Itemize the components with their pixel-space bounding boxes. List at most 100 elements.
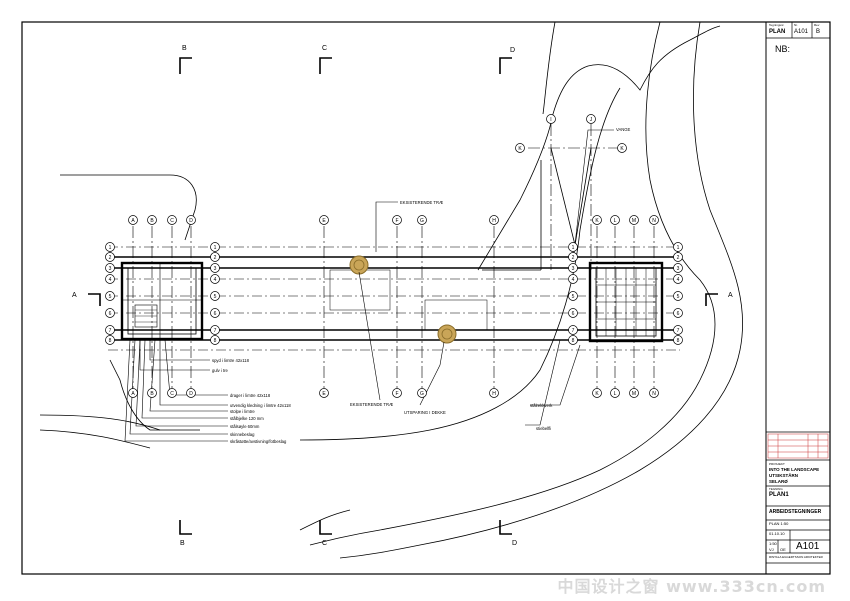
grid-bubble-bottom-C: C: [167, 388, 177, 398]
svg-text:F: F: [395, 391, 398, 397]
svg-text:B: B: [150, 218, 154, 224]
svg-text:7: 7: [572, 328, 575, 334]
tb-project-line-2: UTSIKSTÅRN: [769, 473, 798, 478]
tb-drawing-title: PLAN1: [769, 492, 789, 498]
svg-text:3: 3: [109, 266, 112, 272]
svg-text:B: B: [150, 391, 154, 397]
svg-text:A: A: [131, 391, 135, 397]
grid-bubble-top-M: M: [629, 215, 639, 225]
legend-note-6: stålbjelke 120 mm: [230, 416, 264, 421]
grid-bubble-right-K: K: [617, 143, 627, 153]
legend-note-8: skinnebeslag: [230, 432, 255, 437]
section-marks: [88, 57, 718, 535]
svg-text:K: K: [595, 218, 599, 224]
legend-note-7: stålsøyle 60mm: [230, 424, 260, 429]
legend-note-2: gulv i tre: [212, 368, 228, 373]
svg-text:6: 6: [109, 311, 112, 317]
svg-text:E: E: [322, 391, 326, 397]
svg-text:G: G: [420, 218, 424, 224]
svg-text:2: 2: [677, 255, 680, 261]
svg-text:N: N: [652, 391, 656, 397]
grid-bubble-bottom-L: L: [610, 388, 620, 398]
grid-bubble-row-inner-right-7: 7: [568, 325, 578, 335]
grid-bubble-row-right-6: 6: [673, 308, 683, 318]
legend-note-5: stolpe i limtre: [230, 409, 255, 414]
svg-text:4: 4: [677, 277, 680, 283]
section-c-bottom: C: [322, 540, 327, 547]
right-tower: [588, 261, 664, 343]
grid-bubble-bottom-N: N: [649, 388, 659, 398]
grid-bubble-row-left-4: 4: [105, 274, 115, 284]
svg-text:D: D: [189, 391, 193, 397]
svg-text:6: 6: [677, 311, 680, 317]
left-tower: [120, 261, 204, 341]
legend-note-1: spyd i limtre 42x118: [212, 358, 250, 363]
svg-text:H: H: [492, 218, 496, 224]
grid-bubble-left-K: K: [515, 143, 525, 153]
svg-text:M: M: [632, 391, 636, 397]
grid-bubble-row-inner-7: 7: [210, 325, 220, 335]
tb-drawn-by: VJ: [769, 547, 774, 552]
tb-checked-by: OE: [780, 547, 786, 552]
tb-label-number: Nr.: [794, 23, 798, 27]
grid-bubble-bottom-H: H: [489, 388, 499, 398]
grid-bubble-top-F: F: [392, 215, 402, 225]
svg-text:5: 5: [214, 294, 217, 300]
svg-text:F: F: [395, 218, 398, 224]
grid-bubble-bottom-E: E: [319, 388, 329, 398]
tb-label-drawing-no: Tegningsnr.: [769, 23, 785, 27]
tb-phase: ARBEIDSTEGNINGER: [769, 509, 822, 515]
grid-bubble-row-right-5: 5: [673, 291, 683, 301]
grid-bubble-bottom-B: B: [147, 388, 157, 398]
grid-bubble-row-inner-8: 8: [210, 335, 220, 345]
tb-label-rev: Rev: [814, 23, 820, 27]
tree-bottom: [437, 324, 457, 344]
tree-symbols: [349, 255, 457, 344]
grid-bubble-bottom-G: G: [417, 388, 427, 398]
svg-text:6: 6: [214, 311, 217, 317]
tb-date: 01.10.10: [769, 531, 785, 536]
grid-bubble-row-inner-right-8: 8: [568, 335, 578, 345]
grid-bubble-row-left-3: 3: [105, 263, 115, 273]
svg-text:3: 3: [214, 266, 217, 272]
section-a-right: A: [728, 292, 733, 299]
grid-bubble-top-K: K: [592, 215, 602, 225]
note-vange: VANGE: [616, 127, 631, 132]
note-railing: stålrekkverk: [530, 403, 553, 408]
grid-bubble-row-left-7: 7: [105, 325, 115, 335]
svg-text:D: D: [189, 218, 193, 224]
ramp-lines: [482, 147, 592, 271]
tb-scale-2: 1:50: [769, 541, 777, 546]
svg-text:1: 1: [214, 245, 217, 251]
tb-nb: NB:: [775, 44, 791, 54]
svg-text:8: 8: [572, 338, 575, 344]
grid-bubble-bottom-F: F: [392, 388, 402, 398]
svg-text:3: 3: [572, 266, 575, 272]
grid-bubble-row-inner-6: 6: [210, 308, 220, 318]
note-ground: stiebelfli: [536, 426, 551, 431]
grid-bubble-row-right-7: 7: [673, 325, 683, 335]
grid-bubble-row-inner-5: 5: [210, 291, 220, 301]
svg-text:2: 2: [572, 255, 575, 261]
legend-note-3: drager i limtre 42x118: [230, 393, 271, 398]
tb-rev: B: [816, 29, 821, 35]
section-d-top: D: [510, 47, 515, 54]
terrain-contours: [39, 21, 743, 559]
section-c-top: C: [322, 45, 327, 52]
svg-text:N: N: [652, 218, 656, 224]
section-d-bottom: D: [512, 540, 517, 547]
grid-bubble-row-right-3: 3: [673, 263, 683, 273]
grid-bubble-top-N: N: [649, 215, 659, 225]
tb-scale: PLAN 1:50: [769, 521, 789, 526]
grid-bubble-row-left-2: 2: [105, 252, 115, 262]
svg-text:5: 5: [677, 294, 680, 300]
grid-bubble-row-inner-4: 4: [210, 274, 220, 284]
grid-bubble-row-right-2: 2: [673, 252, 683, 262]
grid-bubble-top-L: L: [610, 215, 620, 225]
grid-bubble-row-left-6: 6: [105, 308, 115, 318]
grid-bubble-row-inner-right-4: 4: [568, 274, 578, 284]
svg-text:5: 5: [572, 294, 575, 300]
